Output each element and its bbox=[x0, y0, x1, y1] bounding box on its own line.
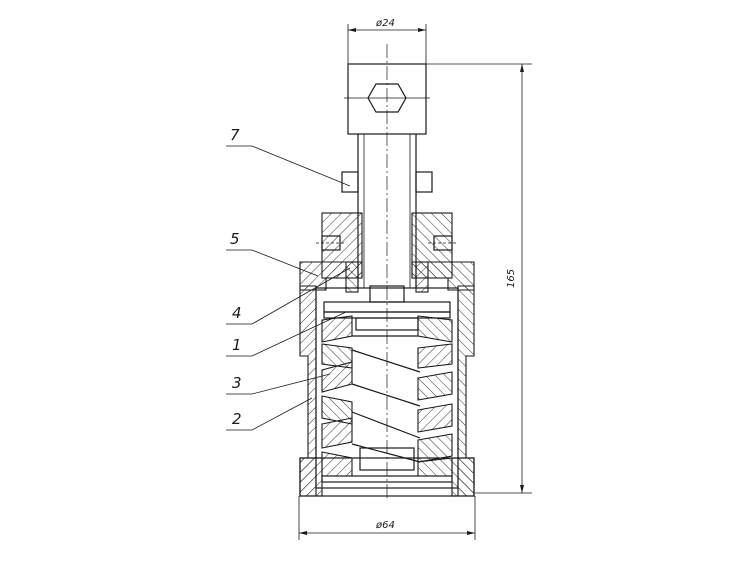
height-dimension: 165 bbox=[426, 63, 532, 494]
part-3-spring-stack bbox=[321, 315, 453, 483]
part-1-pressure-plate bbox=[323, 301, 451, 331]
bottom-diameter-label: ø64 bbox=[375, 520, 395, 531]
part-2-housing bbox=[299, 285, 475, 497]
callout-3: 3 bbox=[232, 374, 242, 392]
height-label: 165 bbox=[506, 269, 517, 288]
top-diameter-label: ø24 bbox=[375, 18, 395, 29]
bottom-diameter-dimension: ø64 bbox=[298, 496, 476, 540]
callout-2: 2 bbox=[232, 410, 242, 428]
part-7-screw-head bbox=[344, 63, 430, 135]
callout-1: 1 bbox=[232, 336, 242, 354]
part-4-bushing bbox=[345, 261, 429, 293]
callout-4: 4 bbox=[232, 304, 242, 322]
callout-5: 5 bbox=[230, 230, 240, 248]
top-diameter-dimension: ø24 bbox=[347, 18, 427, 64]
callout-leaders bbox=[226, 145, 351, 431]
callout-7: 7 bbox=[230, 126, 240, 144]
